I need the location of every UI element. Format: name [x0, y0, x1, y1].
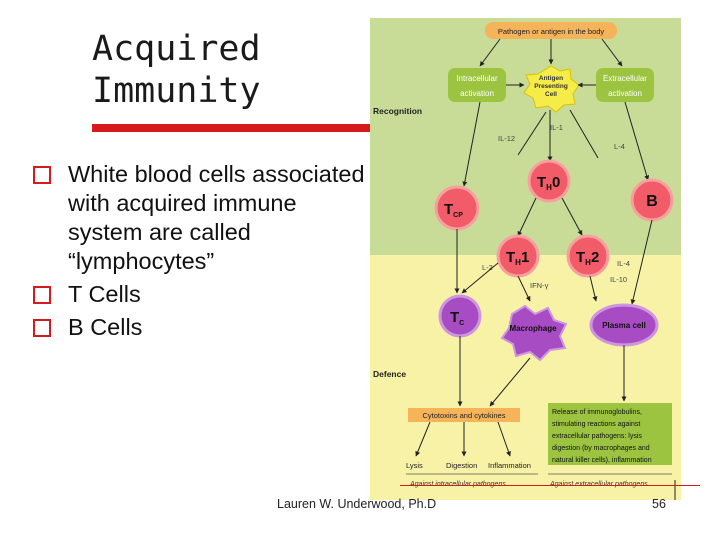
cytokine-il4: IL-4: [617, 259, 630, 268]
release-line-3: extracellular pathogens: lysis: [552, 433, 642, 440]
th2-label: T: [576, 249, 585, 266]
cytokine-il1: IL-1: [550, 123, 563, 132]
apc-label-3: Cell: [545, 91, 557, 98]
b-cell-label: B: [646, 193, 658, 210]
svg-text:TCP: TCP: [444, 201, 463, 219]
th0-label: T: [537, 174, 546, 191]
plasma-cell-label: Plasma cell: [602, 321, 646, 330]
bullet-square-icon: [33, 286, 51, 304]
apc-label-1: Antigen: [539, 75, 563, 82]
macrophage-label: Macrophage: [509, 324, 557, 333]
cytokine-l2: L-2: [482, 263, 493, 272]
release-box: [548, 403, 672, 465]
tcp-cell-icon: [434, 185, 480, 231]
th1-cell-icon: [496, 234, 540, 278]
extracellular-label-2: activation: [608, 89, 642, 98]
svg-text:TH0: TH0: [537, 174, 560, 192]
apc-cell-icon: [523, 65, 580, 113]
bullet-list: White blood cells associated with acquir…: [30, 160, 365, 346]
title-line-2: Immunity: [92, 71, 261, 111]
against-intracellular: Against intracellular pathogens: [409, 481, 506, 488]
extracellular-label-1: Extracellular: [603, 74, 647, 83]
tcp-label: T: [444, 201, 453, 218]
immunity-diagram: Pathogen or antigen in the body Intracel…: [370, 18, 681, 500]
footer-author: Lauren W. Underwood, Ph.D: [277, 497, 437, 511]
slide-title: Acquired Immunity: [92, 28, 312, 112]
bullet-item: B Cells: [30, 313, 365, 342]
recognition-zone: [370, 18, 681, 255]
cytokine-l4: L-4: [614, 142, 625, 151]
bullet-square-icon: [33, 166, 51, 184]
cytotoxins-label: Cytotoxins and cytokines: [423, 411, 506, 420]
macrophage-cell-icon: [500, 304, 568, 362]
release-line-5: natural killer cells), inflammation: [552, 457, 652, 464]
release-line-4: digestion (by macrophages and: [552, 445, 650, 452]
th0-cell-icon: [527, 159, 571, 203]
title-underline: [92, 124, 374, 132]
footer-rule: [400, 485, 700, 486]
bullet-item: White blood cells associated with acquir…: [30, 160, 365, 276]
outcome-digestion: Digestion: [446, 461, 477, 470]
cytokine-il12: IL-12: [498, 134, 515, 143]
bullet-square-icon: [33, 319, 51, 337]
cytotoxins-box: [408, 408, 520, 422]
intracellular-box: [448, 68, 506, 102]
th1-label: T: [506, 249, 515, 266]
outcome-inflammation: Inflammation: [488, 461, 531, 470]
pathogen-box: [485, 22, 617, 39]
page-number: 56: [652, 497, 666, 511]
against-extracellular: Against extracellular pathogens: [549, 481, 648, 488]
svg-text:TH2: TH2: [576, 249, 599, 267]
tc-label: T: [450, 309, 459, 326]
release-line-1: Release of immunoglobulins,: [552, 409, 642, 416]
tc-cell-icon: [438, 294, 482, 338]
intracellular-label-2: activation: [460, 89, 494, 98]
intracellular-label-1: Intracellular: [456, 74, 498, 83]
title-line-1: Acquired: [92, 29, 261, 69]
outcome-lysis: Lysis: [406, 461, 423, 470]
svg-text:TC: TC: [450, 309, 464, 327]
cytokine-il10: IL-10: [610, 275, 627, 284]
svg-text:TH1: TH1: [506, 249, 529, 267]
bullet-item: T Cells: [30, 280, 365, 309]
th2-cell-icon: [566, 234, 610, 278]
pathogen-box-label: Pathogen or antigen in the body: [498, 27, 605, 36]
extracellular-box: [596, 68, 654, 102]
recognition-label: Recognition: [373, 106, 422, 116]
apc-label-2: Presenting: [534, 83, 568, 90]
cytokine-ifn: IFN-γ: [530, 281, 549, 290]
defence-label: Defence: [373, 369, 406, 379]
release-line-2: stimulating reactions against: [552, 421, 640, 428]
